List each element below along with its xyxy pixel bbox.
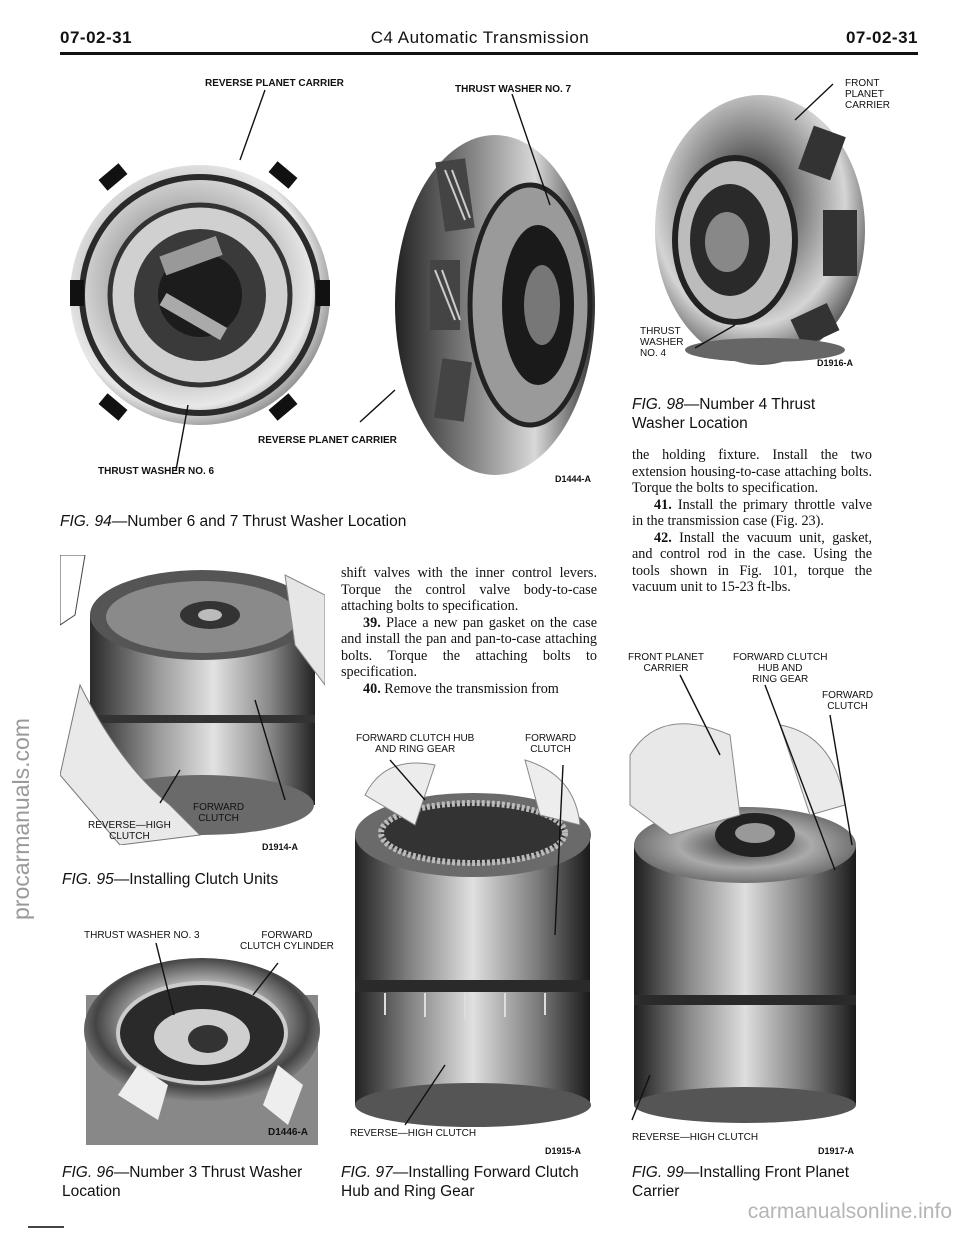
fig94-caption: FIG. 94—Number 6 and 7 Thrust Washer Loc… (60, 512, 620, 531)
fig99-caption: FIG. 99—Installing Front Planet Carrier (632, 1163, 872, 1201)
fig97-caption-text: —Installing Forward Clutch Hub and Ring … (341, 1164, 579, 1200)
middle-column-text: shift valves with the inner control leve… (341, 565, 597, 697)
fig96-caption-text: —Number 3 Thrust Washer Location (62, 1164, 303, 1200)
fig99-caption-number: FIG. 99 (632, 1164, 684, 1181)
step-42-number: 42. (654, 529, 672, 546)
fig95-caption-text: —Installing Clutch Units (113, 871, 279, 888)
fig95-caption-number: FIG. 95 (62, 871, 114, 888)
fig95-caption: FIG. 95—Installing Clutch Units (62, 870, 327, 889)
fig98-label-front-planet-carrier: FRONT PLANET CARRIER (845, 78, 891, 111)
page-title: C4 Automatic Transmission (370, 28, 590, 47)
fig99-code: D1917-A (818, 1146, 855, 1156)
fig94-code: D1444-A (555, 474, 592, 484)
step-42-text: Install the vacuum unit, gasket, and con… (632, 529, 872, 596)
right-column-text: the holding fixture. Install the two ext… (632, 447, 872, 596)
fig96-caption-number: FIG. 96 (62, 1164, 114, 1181)
fig94-label-reverse-planet-carrier-mid: REVERSE PLANET CARRIER (258, 435, 397, 446)
middle-text-p1: shift valves with the inner control leve… (341, 565, 597, 614)
fig99-label-reverse-high-clutch: REVERSE—HIGH CLUTCH (632, 1132, 759, 1143)
header-rule (60, 52, 918, 55)
fig94-label-thrust-washer-7: THRUST WASHER NO. 7 (455, 84, 572, 95)
fig98-code: D1916-A (817, 358, 854, 368)
step-41-text: Install the primary throttle valve in th… (632, 496, 872, 530)
fig99-label-forward-clutch: FORWARD CLUTCH (822, 690, 874, 712)
step-39-number: 39. (363, 614, 381, 631)
fig95-photo (60, 555, 325, 845)
page-number-right: 07-02-31 (845, 28, 918, 47)
step-39-text: Place a new pan gasket on the case and i… (341, 614, 597, 681)
fig97-photo (345, 735, 600, 1130)
fig99-label-forward-clutch-hub: FORWARD CLUTCH HUB AND RING GEAR (733, 652, 828, 685)
fig96-label-forward-clutch-cylinder: FORWARD CLUTCH CYLINDER (240, 930, 334, 952)
step-41-number: 41. (654, 496, 672, 513)
right-text-p1: the holding fixture. Install the two ext… (632, 447, 872, 496)
fig94-label-thrust-washer-6: THRUST WASHER NO. 6 (98, 466, 215, 477)
middle-text-p2: 39. Place a new pan gasket on the case a… (341, 615, 597, 681)
middle-text-p3: 40. Remove the transmission from (341, 681, 597, 698)
fig95-code: D1914-A (262, 842, 299, 852)
fig98-label-thrust-washer-4: THRUST WASHER NO. 4 (640, 326, 684, 359)
fig98-photo (625, 70, 870, 370)
step-40-text: Remove the transmission from (380, 680, 559, 697)
right-text-p2: 41. Install the primary throttle valve i… (632, 497, 872, 530)
fig98-caption-number: FIG. 98 (632, 396, 684, 413)
fig96-label-thrust-washer-3: THRUST WASHER NO. 3 (84, 930, 200, 941)
fig95-label-reverse-high-clutch: REVERSE—HIGH CLUTCH (88, 820, 171, 842)
fig94-caption-text: —Number 6 and 7 Thrust Washer Location (111, 513, 407, 530)
fig98-caption: FIG. 98—Number 4 Thrust Washer Location (632, 395, 872, 433)
fig99-label-front-planet-carrier: FRONT PLANET CARRIER (628, 652, 704, 674)
fig98-caption-text: —Number 4 Thrust Washer Location (632, 396, 816, 432)
fig97-label-forward-clutch-hub: FORWARD CLUTCH HUB AND RING GEAR (356, 733, 475, 755)
watermark-procarmanuals: procarmanuals.com (8, 718, 34, 920)
fig96-photo (78, 935, 323, 1145)
fig97-caption: FIG. 97—Installing Forward Clutch Hub an… (341, 1163, 601, 1201)
fig94-photo (60, 70, 615, 485)
fig99-caption-text: —Installing Front Planet Carrier (632, 1164, 850, 1200)
fig97-label-reverse-high-clutch: REVERSE—HIGH CLUTCH (350, 1128, 477, 1139)
fig97-label-forward-clutch: FORWARD CLUTCH (525, 733, 577, 755)
page-number-left: 07-02-31 (60, 28, 133, 47)
right-text-p3: 42. Install the vacuum unit, gasket, and… (632, 530, 872, 596)
fig99-photo (620, 665, 870, 1125)
fig94-label-reverse-planet-carrier-top: REVERSE PLANET CARRIER (205, 78, 344, 89)
footer-mark (28, 1226, 64, 1228)
fig97-caption-number: FIG. 97 (341, 1164, 393, 1181)
fig95-label-forward-clutch: FORWARD CLUTCH (193, 802, 245, 824)
fig96-code: D1446-A (268, 1127, 309, 1138)
fig94-caption-number: FIG. 94 (60, 513, 112, 530)
watermark-carmanualsonline: carmanualsonline.info (747, 1200, 952, 1223)
fig97-code: D1915-A (545, 1146, 582, 1156)
step-40-number: 40. (363, 680, 381, 697)
fig96-caption: FIG. 96—Number 3 Thrust Washer Location (62, 1163, 322, 1201)
